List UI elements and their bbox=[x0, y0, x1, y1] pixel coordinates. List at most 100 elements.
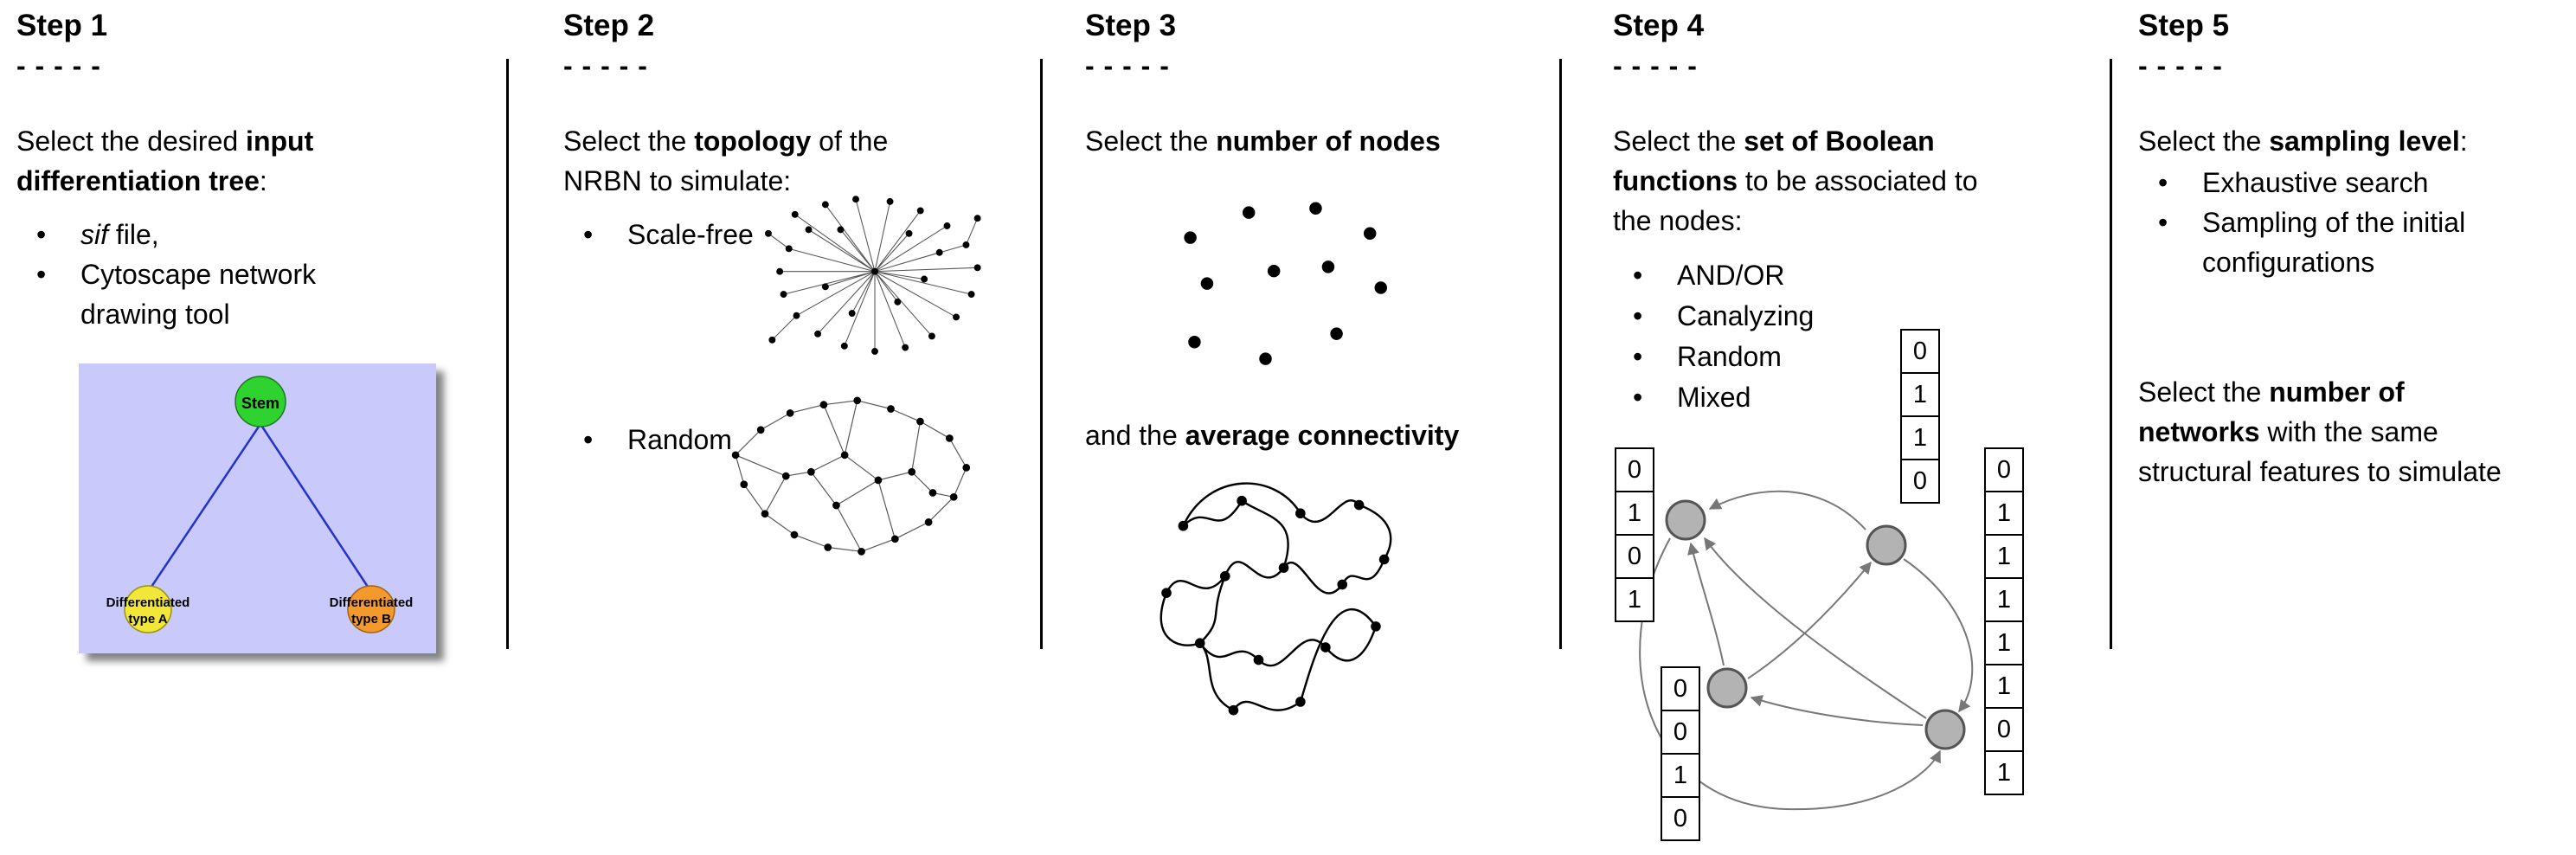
truth-table-cell: 0 bbox=[1615, 447, 1654, 492]
tree-edge-right bbox=[259, 423, 369, 588]
nodes-dots-svg bbox=[1184, 202, 1387, 365]
bullet-random: Random bbox=[563, 420, 732, 460]
scale-free-network-figure bbox=[749, 177, 1000, 385]
gene-node-2 bbox=[1866, 524, 1907, 566]
bullet-cytoscape: Cytoscape network drawing tool bbox=[16, 254, 363, 334]
step-4-dashes: - - - - - bbox=[1613, 50, 1698, 81]
second-bold: average connectivity bbox=[1185, 420, 1460, 451]
step-1-column: Step 1 - - - - - Select the desired inpu… bbox=[16, 0, 501, 851]
bullet-text: AND/OR bbox=[1677, 260, 1785, 291]
column-divider-3 bbox=[1559, 59, 1562, 649]
bullet-text: Exhaustive search bbox=[2202, 167, 2429, 198]
bullet-text: Sampling of the initial configurations bbox=[2202, 207, 2466, 278]
step-2-dashes: - - - - - bbox=[563, 50, 648, 81]
nodes-dots-figure bbox=[1157, 186, 1399, 394]
bullet-mixed: Mixed bbox=[1613, 377, 1814, 418]
truth-table-cell: 0 bbox=[1900, 459, 1940, 504]
gene-node-1 bbox=[1665, 499, 1706, 541]
step-1-title: Step 1 bbox=[16, 9, 108, 42]
column-divider-2 bbox=[1040, 59, 1043, 649]
step-4-column: Step 4 - - - - - Select the set of Boole… bbox=[1613, 0, 2106, 851]
bullet-text: Random bbox=[1677, 341, 1782, 372]
bullet-sif-file: sif file, bbox=[16, 215, 363, 254]
truth-table-right: 0 1 1 1 1 1 0 1 bbox=[1984, 447, 2024, 795]
random-nodes bbox=[731, 396, 971, 556]
differentiation-tree-figure: Stem Differentiated type A Differentiate… bbox=[79, 363, 436, 653]
step-1-bullet-list: sif file, Cytoscape network drawing tool bbox=[16, 215, 363, 334]
intro-text: to be associated to the nodes: bbox=[1613, 165, 1978, 236]
truth-table-cell: 1 bbox=[1984, 620, 2024, 665]
bullet-text: Mixed bbox=[1677, 382, 1751, 413]
intro-text: Select the bbox=[2138, 125, 2270, 157]
step-2-column: Step 2 - - - - - Select the topology of … bbox=[563, 0, 1037, 851]
boolean-network-svg bbox=[1639, 490, 1974, 811]
random-edges bbox=[735, 400, 967, 552]
step-1-dashes: - - - - - bbox=[16, 50, 101, 81]
random-network-svg bbox=[731, 396, 971, 556]
truth-table-cell: 1 bbox=[1984, 664, 2024, 709]
truth-table-cell: 0 bbox=[1900, 329, 1940, 374]
step-4-intro: Select the set of Boolean functions to b… bbox=[1613, 121, 2011, 241]
intro-text: Select the bbox=[1613, 125, 1744, 157]
bullet-and-or: AND/OR bbox=[1613, 255, 1814, 296]
boolean-network-nodes bbox=[1665, 499, 1966, 750]
intro-bold: number of nodes bbox=[1216, 125, 1441, 157]
step-1-intro: Select the desired input differentiation… bbox=[16, 121, 414, 201]
bullet-text: Random bbox=[627, 424, 732, 455]
bullet-text-random: Random bbox=[563, 420, 732, 460]
truth-table-cell: 1 bbox=[1661, 753, 1700, 798]
type-b-node bbox=[347, 585, 395, 633]
boolean-network-figure bbox=[1613, 312, 2106, 855]
truth-table-cell: 1 bbox=[1984, 577, 2024, 622]
step-5-intro: Select the sampling level: bbox=[2138, 121, 2576, 161]
truth-table-cell: 1 bbox=[1984, 491, 2024, 536]
type-b-label-line2: type B bbox=[351, 612, 391, 627]
truth-table-top: 0 1 1 0 bbox=[1900, 329, 1940, 504]
truth-table-cell: 0 bbox=[1615, 534, 1654, 579]
intro-text: Select the desired bbox=[16, 125, 247, 157]
bullet-text-scale-free: Scale-free bbox=[563, 215, 754, 254]
second-text: and the bbox=[1085, 420, 1185, 451]
bullet-text: file, bbox=[108, 219, 159, 250]
intro-text: : bbox=[2459, 125, 2468, 157]
truth-table-cell: 0 bbox=[1661, 666, 1700, 711]
type-a-label-line2: type A bbox=[128, 612, 167, 627]
tree-edge-left bbox=[150, 423, 262, 588]
truth-table-cell: 1 bbox=[1615, 491, 1654, 536]
truth-table-cell: 1 bbox=[1900, 372, 1940, 417]
step-3-dashes: - - - - - bbox=[1085, 50, 1170, 81]
truth-table-cell: 0 bbox=[1661, 710, 1700, 755]
bullet-italic: sif bbox=[80, 219, 108, 250]
step-5-column: Step 5 - - - - - Select the sampling lev… bbox=[2138, 0, 2576, 851]
intro-bold: topology bbox=[694, 125, 812, 157]
scale-free-nodes bbox=[765, 196, 981, 355]
type-a-label-line1: Differentiated bbox=[106, 595, 190, 610]
truth-table-left: 0 1 0 1 bbox=[1615, 447, 1654, 622]
intro-bold: sampling level bbox=[2269, 125, 2460, 157]
node-dots bbox=[1184, 202, 1387, 365]
intro-bold: set of Boolean functions bbox=[1613, 125, 1935, 196]
bullet-text: Cytoscape network drawing tool bbox=[80, 259, 317, 330]
differentiation-tree-svg: Stem Differentiated type A Differentiate… bbox=[79, 363, 436, 653]
bullet-canalyzing: Canalyzing bbox=[1613, 296, 1814, 337]
second-text: Select the bbox=[2138, 376, 2270, 408]
step-4-bullet-list: AND/OR Canalyzing Random Mixed bbox=[1613, 255, 1814, 418]
scale-free-edges bbox=[768, 199, 979, 351]
bullet-sampling-initial: Sampling of the initial configurations bbox=[2138, 202, 2576, 282]
second-bold: number of networks bbox=[2138, 376, 2405, 447]
connectivity-network-figure bbox=[1133, 467, 1410, 731]
step-3-intro: Select the number of nodes bbox=[1085, 121, 1557, 161]
intro-text: Select the bbox=[563, 125, 695, 157]
second-text: with the same structural features to sim… bbox=[2138, 416, 2502, 487]
truth-table-bottom-left: 0 0 1 0 bbox=[1661, 666, 1700, 841]
bullet-text: Canalyzing bbox=[1677, 300, 1815, 331]
intro-text: Select the bbox=[1085, 125, 1217, 157]
scale-free-network-svg bbox=[765, 196, 981, 355]
step-5-bullet-list: Exhaustive search Sampling of the initia… bbox=[2138, 163, 2576, 282]
gene-node-4 bbox=[1924, 709, 1966, 750]
random-network-figure bbox=[710, 385, 987, 575]
connectivity-nodes bbox=[1161, 495, 1390, 716]
step-2-title: Step 2 bbox=[563, 9, 655, 42]
bullet-random-functions: Random bbox=[1613, 337, 1814, 377]
boolean-network-arrows bbox=[1639, 490, 1974, 811]
